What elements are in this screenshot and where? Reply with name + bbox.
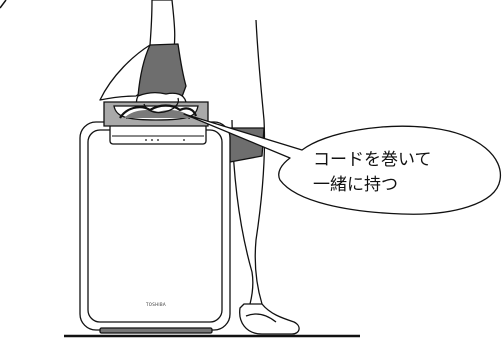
slipper xyxy=(239,303,300,335)
indicator-light-1 xyxy=(145,139,147,141)
callout-line-2: 一緒に持つ xyxy=(313,175,398,195)
wound-cord-fill xyxy=(124,110,192,118)
indicator-light-4 xyxy=(183,139,185,141)
brand-logo: TOSHIBA xyxy=(145,302,166,307)
air-purifier xyxy=(79,121,231,334)
callout: コードを巻いて 一緒に持つ xyxy=(183,113,502,215)
corner-mark xyxy=(0,0,7,9)
control-strip xyxy=(109,123,207,145)
indicator-light-2 xyxy=(151,139,153,141)
slipper-strap xyxy=(245,313,277,323)
purifier-body xyxy=(79,121,231,331)
fingers xyxy=(143,97,180,114)
callout-line-1: コードを巻いて xyxy=(313,150,432,170)
leg-front-edge xyxy=(231,119,254,305)
purifier-base xyxy=(99,327,213,334)
handle-tray-group xyxy=(103,97,209,127)
callout-bubble xyxy=(183,113,502,215)
indicator-light-3 xyxy=(157,139,159,141)
leg-back-edge xyxy=(254,19,266,305)
